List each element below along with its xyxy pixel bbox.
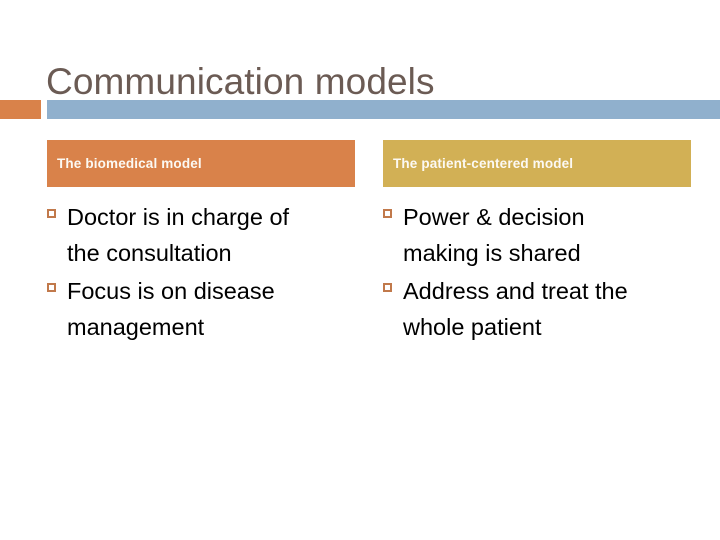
comparison-columns: The biomedical model Doctor is in charge… bbox=[47, 140, 691, 347]
column-body-patient-centered: Power & decision making is shared Addres… bbox=[383, 187, 691, 345]
bullet-text: Focus is on disease management bbox=[67, 278, 275, 340]
bullet-list-patient-centered: Power & decision making is shared Addres… bbox=[383, 199, 691, 345]
bullet-text: Doctor is in charge of the consultation bbox=[67, 204, 290, 266]
column-patient-centered-model: The patient-centered model Power & decis… bbox=[383, 140, 691, 347]
hollow-square-bullet-icon bbox=[47, 209, 56, 218]
list-item: Focus is on disease management bbox=[47, 273, 355, 345]
page-title: Communication models bbox=[46, 60, 435, 102]
title-accent-rule bbox=[0, 100, 720, 119]
column-header-biomedical: The biomedical model bbox=[47, 140, 355, 187]
bullet-text: Power & decision making is shared bbox=[403, 204, 585, 266]
hollow-square-bullet-icon bbox=[383, 209, 392, 218]
column-header-label: The biomedical model bbox=[57, 156, 202, 171]
bullet-list-biomedical: Doctor is in charge of the consultation … bbox=[47, 199, 355, 345]
list-item: Doctor is in charge of the consultation bbox=[47, 199, 355, 271]
accent-bar bbox=[47, 100, 720, 119]
list-item: Address and treat the whole patient bbox=[383, 273, 691, 345]
hollow-square-bullet-icon bbox=[47, 283, 56, 292]
hollow-square-bullet-icon bbox=[383, 283, 392, 292]
comparison-table: The biomedical model Doctor is in charge… bbox=[47, 140, 691, 347]
column-biomedical-model: The biomedical model Doctor is in charge… bbox=[47, 140, 355, 347]
list-item: Power & decision making is shared bbox=[383, 199, 691, 271]
column-body-biomedical: Doctor is in charge of the consultation … bbox=[47, 187, 355, 345]
accent-square-icon bbox=[0, 100, 41, 119]
column-header-label: The patient-centered model bbox=[393, 156, 574, 171]
column-header-patient-centered: The patient-centered model bbox=[383, 140, 691, 187]
bullet-text: Address and treat the whole patient bbox=[403, 278, 628, 340]
